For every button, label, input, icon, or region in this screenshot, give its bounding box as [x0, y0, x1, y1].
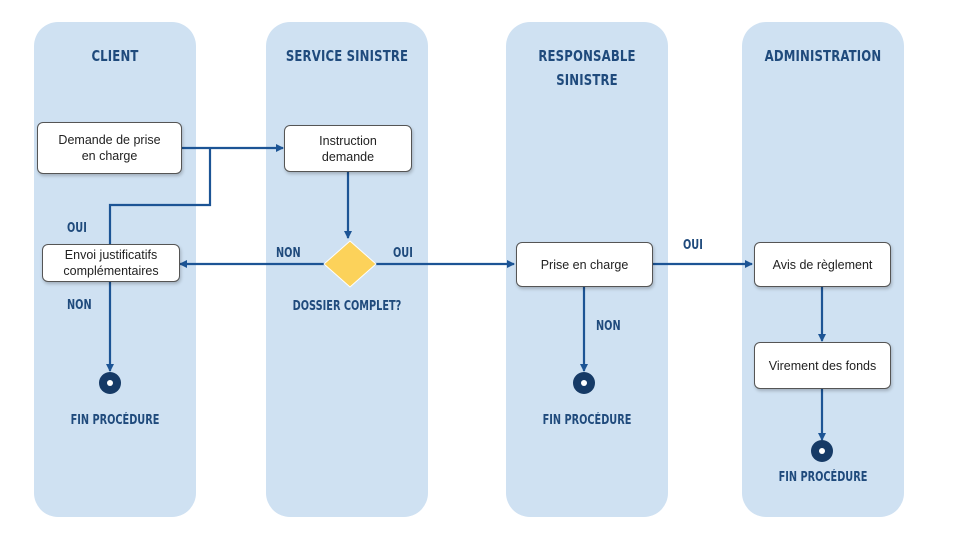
- edge-label-non-decision: NON: [276, 246, 301, 261]
- node-demande-prise-en-charge: Demande de prise en charge: [37, 122, 182, 174]
- end-node-responsable: [573, 372, 595, 394]
- node-instruction-label: Instruction demande: [319, 133, 377, 164]
- node-prise-label: Prise en charge: [540, 257, 629, 272]
- node-instruction-demande: Instruction demande: [284, 125, 412, 172]
- decision-diamond: [323, 240, 377, 288]
- node-avis-label: Avis de règlement: [772, 257, 873, 272]
- node-prise-en-charge: Prise en charge: [516, 242, 653, 287]
- lane-title-service-sinistre: SERVICE SINISTRE: [285, 47, 409, 65]
- node-virement-label: Virement des fonds: [768, 358, 877, 373]
- lane-title-responsable-sinistre: RESPONSABLE SINISTRE: [538, 47, 636, 89]
- end-label-responsable: FIN PROCÉDURE: [542, 413, 632, 428]
- edge-envoi-loop: [108, 148, 212, 245]
- decision-label: DOSSIER COMPLET?: [292, 299, 402, 314]
- node-envoi-label: Envoi justificatifs complémentaires: [63, 248, 159, 278]
- node-avis-de-reglement: Avis de règlement: [754, 242, 891, 287]
- edge-label-oui-client: OUI: [67, 221, 87, 236]
- edge-label-oui-responsable: OUI: [683, 238, 703, 253]
- end-label-client: FIN PROCÉDURE: [70, 413, 160, 428]
- node-envoi-justificatifs: Envoi justificatifs complémentaires: [42, 244, 180, 282]
- edge-label-non-responsable: NON: [596, 319, 621, 334]
- lane-title-client: CLIENT: [91, 47, 139, 65]
- node-demande-label: Demande de prise en charge: [58, 133, 161, 163]
- end-node-client: [99, 372, 121, 394]
- end-node-administration: [811, 440, 833, 462]
- node-virement-des-fonds: Virement des fonds: [754, 342, 891, 389]
- lane-title-administration: ADMINISTRATION: [764, 47, 882, 65]
- end-label-administration: FIN PROCÉDURE: [778, 470, 868, 485]
- edge-label-oui-decision: OUI: [393, 246, 413, 261]
- edge-label-non-client: NON: [67, 298, 92, 313]
